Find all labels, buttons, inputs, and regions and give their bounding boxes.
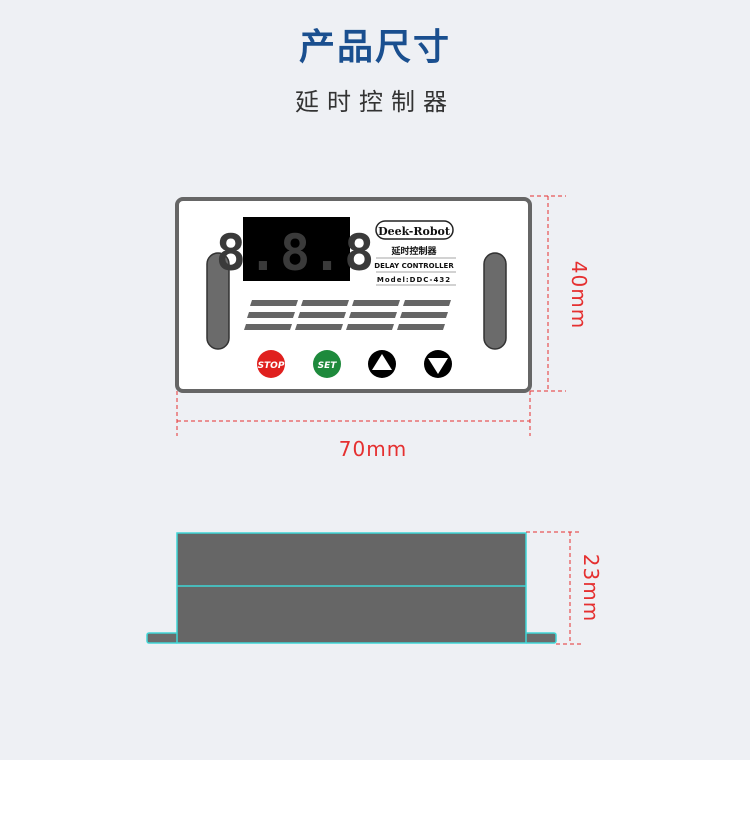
led-display-digits: 8.8.8: [216, 224, 377, 282]
mounting-slot-right: [483, 252, 507, 350]
set-button-label: SET: [318, 361, 338, 371]
stop-button-label: STOP: [258, 361, 285, 371]
vent-slats: [244, 300, 451, 330]
product-name-en: DELAY CONTROLLER: [374, 262, 454, 270]
set-button[interactable]: SET: [313, 350, 341, 378]
page-subtitle: 延时控制器: [295, 88, 455, 116]
product-name-cn: 延时控制器: [390, 245, 437, 257]
triangle-down-icon: [428, 358, 448, 374]
side-view: [146, 532, 557, 644]
brand-badge: [375, 220, 454, 240]
dimension-lines-side: [526, 531, 582, 645]
brand-text: Deek-Robot: [378, 225, 451, 238]
dimension-lines-front: [176, 195, 566, 436]
stop-button[interactable]: STOP: [257, 350, 285, 378]
triangle-up-icon: [372, 354, 392, 370]
mounting-tab-left: [146, 632, 179, 644]
mounting-slot-left: [206, 252, 230, 350]
model-text: Model:DDC-432: [377, 276, 451, 284]
down-button[interactable]: [424, 350, 452, 378]
led-display: [243, 217, 350, 281]
up-button[interactable]: [368, 350, 396, 378]
width-dimension-label: 70mm: [339, 437, 407, 461]
mounting-tab-right: [524, 632, 557, 644]
side-body: [176, 532, 527, 644]
depth-dimension-label: 23mm: [579, 554, 603, 622]
page-title: 产品尺寸: [298, 27, 451, 68]
front-view: 8.8.8 Deek-Robot 延时控制器 DELAY CONTROLLER …: [175, 197, 532, 393]
height-dimension-label: 40mm: [567, 261, 591, 329]
